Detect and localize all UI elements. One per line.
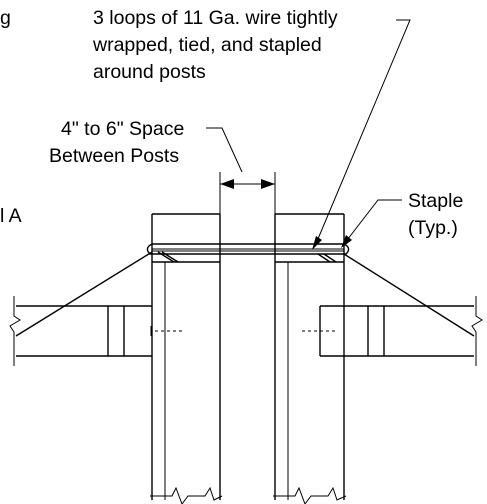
- wire-callout-line1: 3 loops of 11 Ga. wire tightly: [93, 7, 338, 29]
- cropped-label-top: g: [0, 7, 11, 29]
- staple-leader-arrow: [341, 235, 352, 248]
- cropped-label-detail: l A: [0, 205, 22, 227]
- space-callout-line2: Between Posts: [49, 145, 179, 167]
- right-diagonal-wire: [343, 253, 475, 337]
- space-callout-line1: 4" to 6" Space: [61, 118, 184, 140]
- wire-loops: [146, 243, 350, 255]
- post-spacing-dimension: [219, 172, 276, 214]
- wire-callout-line2: wrapped, tied, and stapled: [92, 34, 322, 56]
- wire-callout-line3: around posts: [93, 61, 206, 83]
- staple-callout-line1: Staple: [408, 190, 463, 212]
- space-leader: [206, 127, 243, 173]
- staple-left: [157, 251, 179, 263]
- wire-callout: 3 loops of 11 Ga. wire tightly wrapped, …: [92, 7, 338, 83]
- left-rail: [9, 296, 182, 366]
- staple-callout-line2: (Typ.): [408, 217, 458, 239]
- wire-leader-arrow: [312, 236, 322, 250]
- wire-leader: [314, 19, 411, 247]
- right-rail: [302, 296, 483, 366]
- staple-callout: Staple (Typ.): [408, 190, 463, 239]
- left-post: [150, 213, 223, 504]
- staple-leader: [343, 199, 402, 245]
- space-callout: 4" to 6" Space Between Posts: [49, 118, 184, 167]
- staple-right: [317, 253, 337, 263]
- right-post: [273, 213, 347, 504]
- left-diagonal-wire: [15, 251, 153, 337]
